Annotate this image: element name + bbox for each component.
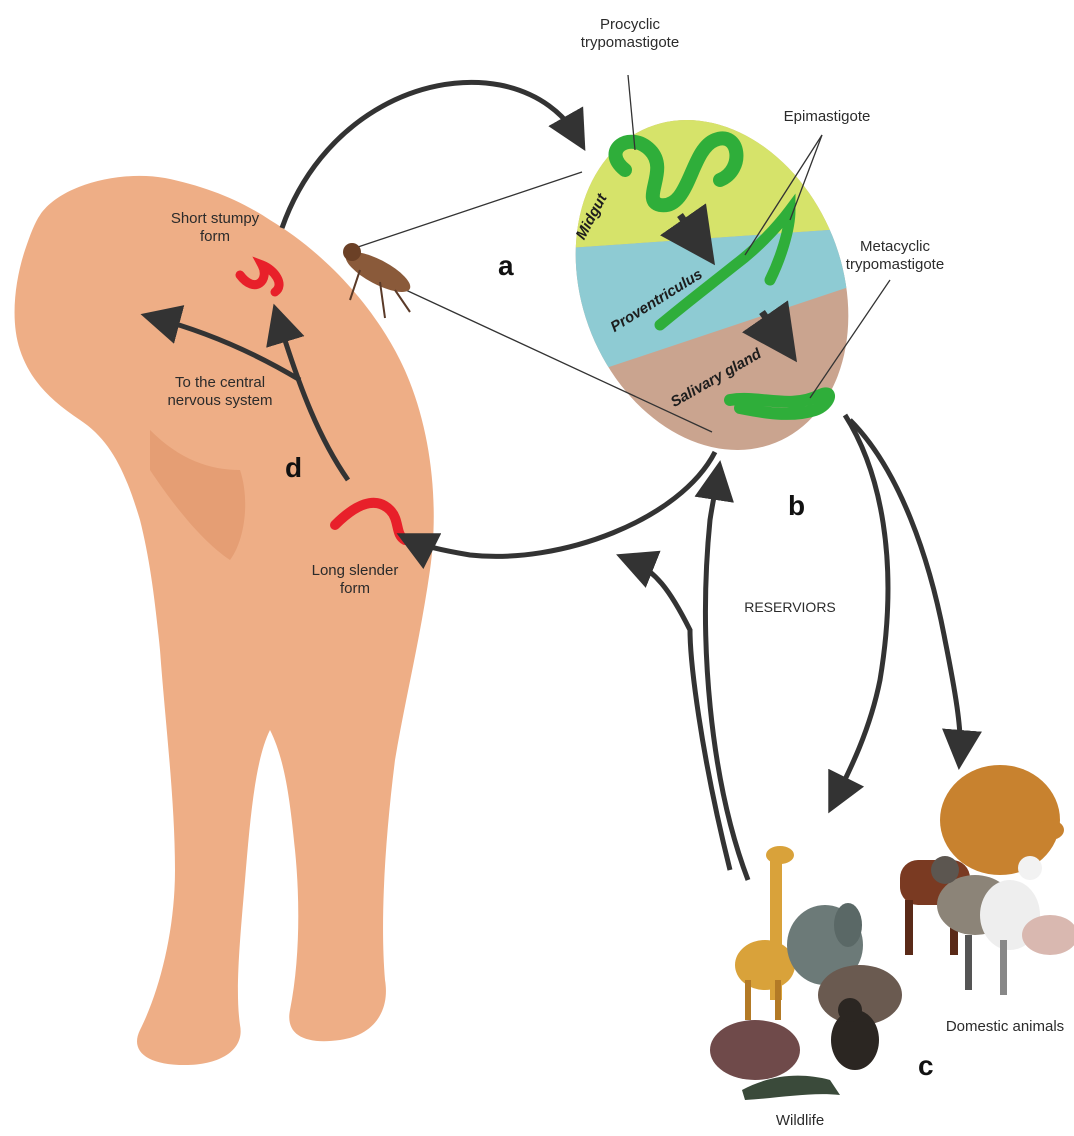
label-wildlife: Wildlife bbox=[770, 1112, 830, 1130]
panel-label-a: a bbox=[498, 250, 514, 282]
label-short-stumpy-form: Short stumpy form bbox=[160, 210, 270, 246]
wildlife-image bbox=[710, 846, 902, 1100]
label-metacyclic-trypomastigote: Metacyclic trypomastigote bbox=[835, 238, 955, 274]
panel-label-b: b bbox=[788, 490, 805, 522]
human-to-fly-arrow bbox=[282, 82, 578, 228]
label-procyclic-trypomastigote: Procyclic trypomastigote bbox=[570, 16, 690, 52]
human-silhouette bbox=[15, 176, 434, 1065]
wildlife-to-fly-arrow bbox=[706, 475, 748, 880]
label-central-nervous-system: To the central nervous system bbox=[155, 374, 285, 410]
domestic-animals-image bbox=[900, 765, 1074, 995]
label-reservoirs: RESERVIORS bbox=[735, 598, 845, 616]
panel-label-c: c bbox=[918, 1050, 934, 1082]
metacyclic-parasite bbox=[730, 393, 829, 414]
wildlife-to-human-arrow bbox=[630, 560, 730, 870]
fly-to-domestic-arrow bbox=[850, 420, 960, 755]
panel-label-d: d bbox=[285, 452, 302, 484]
tsetse-gut-egg bbox=[540, 80, 900, 500]
fly-to-human-arrow bbox=[410, 452, 715, 556]
label-epimastigote: Epimastigote bbox=[772, 108, 882, 126]
label-domestic-animals: Domestic animals bbox=[940, 1018, 1070, 1036]
label-long-slender-form: Long slender form bbox=[300, 562, 410, 598]
